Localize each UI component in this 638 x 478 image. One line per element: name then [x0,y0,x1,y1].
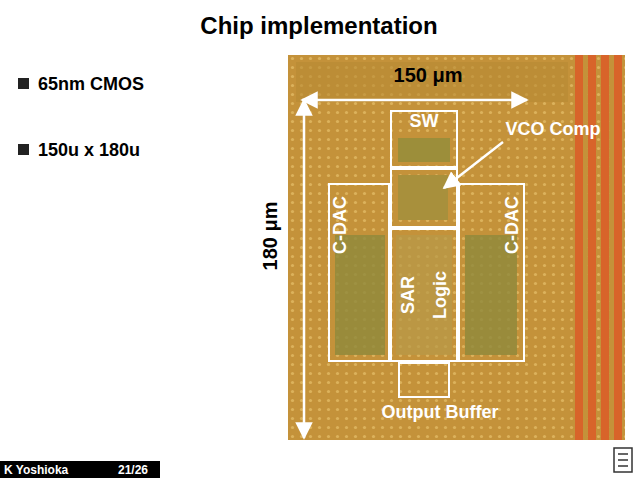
leader-arrow [444,142,503,188]
block-label: C-DAC [331,196,351,254]
block-label: VCO Comp [505,120,600,140]
lab-logo [614,448,632,472]
height-arrow [303,100,306,438]
switch-block [398,138,450,162]
bullet [18,78,29,89]
buffer-block: Output Buffer [398,362,450,398]
slide-title: Chip implementation [200,12,437,40]
die-dots [288,55,625,440]
switch-block: SW [390,110,458,168]
bullet-text: 150u x 180u [38,140,140,161]
cdac-block: C-DAC [328,183,390,362]
die-background [288,55,625,440]
bullet [18,144,29,155]
block-label: SW [410,112,439,132]
power-stripes [575,55,622,440]
width-arrow [302,99,527,102]
block-label: SAR Logic [392,267,456,323]
block-label: C-DAC [503,196,523,254]
dimension: 180 μm [259,202,282,271]
bullet-text: 65nm CMOS [38,74,144,95]
comparator-block: VCO Comp [390,168,458,228]
author: K Yoshioka [4,463,68,477]
logic-block: SAR Logic [390,228,458,362]
dimension: 150 μm [394,64,463,87]
page-number: 21/26 [118,463,148,477]
metal-band [296,62,568,102]
cdac-block: C-DAC [458,183,525,362]
block-label: Output Buffer [382,403,499,423]
footer-bar [0,461,160,478]
comparator-block [398,175,448,220]
